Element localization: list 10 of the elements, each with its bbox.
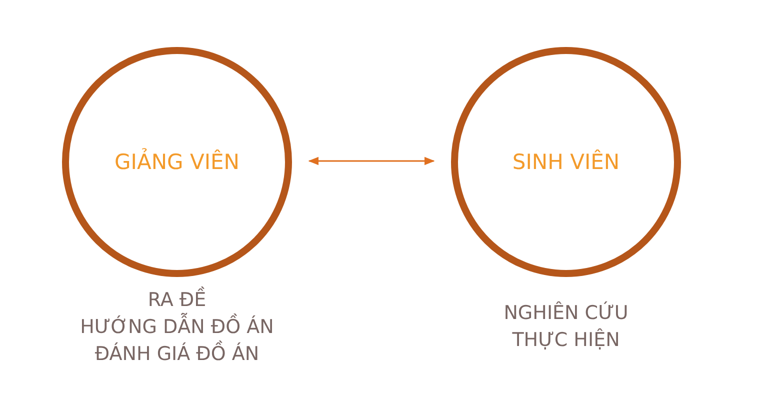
task-label: ĐÁNH GIÁ ĐỒ ÁN (47, 341, 307, 368)
task-label: HƯỚNG DẪN ĐỒ ÁN (47, 314, 307, 341)
task-label: RA ĐỀ (47, 287, 307, 314)
circle (451, 47, 681, 277)
task-label: THỰC HIỆN (511, 327, 621, 353)
role-label: SINH VIÊN (512, 148, 620, 176)
task-label: NGHIÊN CỨU (502, 300, 630, 326)
circle (62, 47, 292, 277)
role-label: GIẢNG VIÊN (114, 147, 240, 176)
double-arrow (308, 156, 435, 166)
